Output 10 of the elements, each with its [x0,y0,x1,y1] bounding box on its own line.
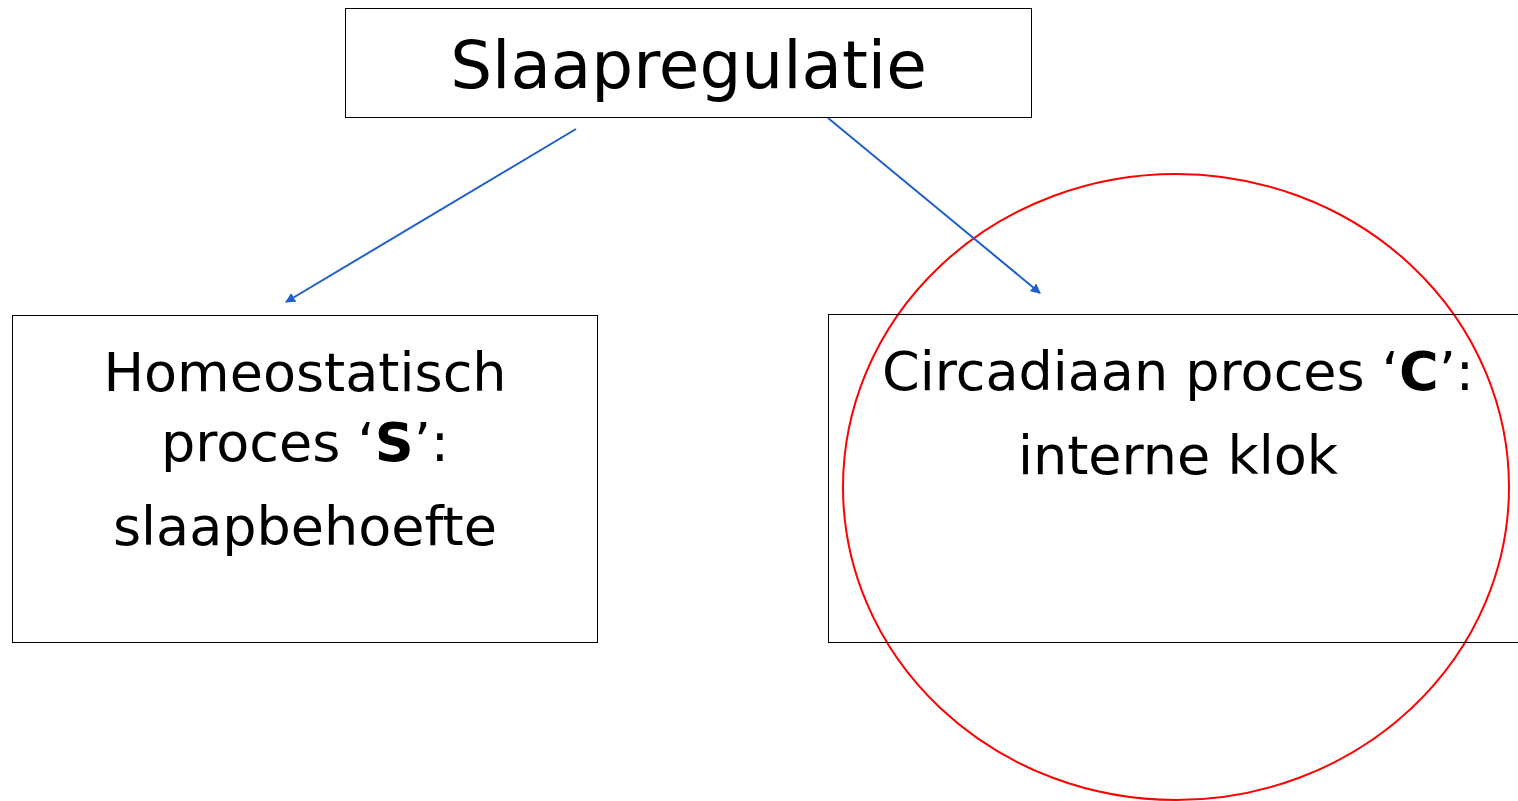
heading-text: Circadiaan proces ‘C’: [881,339,1475,405]
process-box [12,315,598,643]
arrow [285,128,577,303]
title-text: Slaapregulatie [450,26,927,106]
process-box [345,8,1032,118]
arrow [827,117,1041,294]
heading-text: Homeostatisch proces ‘S’: [102,340,508,477]
body-text: slaapbehoefte [112,494,497,561]
process-box [828,314,1518,643]
body-text: interne klok [1017,423,1339,490]
